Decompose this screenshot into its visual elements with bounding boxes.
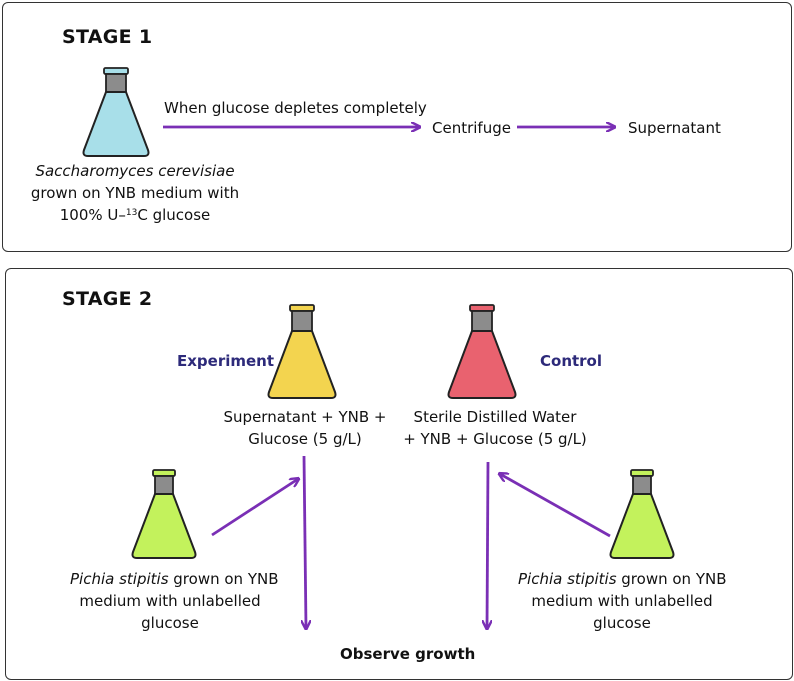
experiment-caption-line1: Supernatant + YNB + <box>223 408 387 426</box>
experiment-flask-icon <box>267 304 337 399</box>
experiment-caption-line2: Glucose (5 g/L) <box>248 430 362 448</box>
stage2-title: STAGE 2 <box>62 288 153 310</box>
observe-growth-label: Observe growth <box>340 645 476 663</box>
saccharomyces-caption-line3: 100% U–13C glucose <box>59 206 211 224</box>
arrow-left-pichia-to-experiment <box>211 479 298 537</box>
centrifuge-label: Centrifuge <box>432 119 511 137</box>
right-pichia-caption-line2: medium with unlabelled <box>531 592 713 610</box>
left-pichia-caption: Pichia stipitis grown on YNB medium with… <box>70 568 279 634</box>
arrow-control-to-observe <box>487 461 488 628</box>
right-pichia-caption-line1: Pichia stipitis grown on YNB <box>518 570 727 588</box>
stage1-title: STAGE 1 <box>62 26 153 48</box>
right-pichia-caption: Pichia stipitis grown on YNB medium with… <box>518 568 727 634</box>
stage2-arrows <box>211 455 611 628</box>
control-caption-line2: + YNB + Glucose (5 g/L) <box>403 430 587 448</box>
right-pichia-caption-line3: glucose <box>593 614 651 632</box>
control-caption: Sterile Distilled Water + YNB + Glucose … <box>395 406 595 450</box>
saccharomyces-caption: Saccharomyces cerevisiae grown on YNB me… <box>20 160 250 226</box>
control-flask-icon <box>447 304 517 399</box>
left-pichia-caption-line2: medium with unlabelled <box>79 592 261 610</box>
saccharomyces-caption-line2: grown on YNB medium with <box>30 184 240 202</box>
arrow-experiment-to-observe <box>304 455 306 628</box>
left-pichia-caption-line1: Pichia stipitis grown on YNB <box>70 570 279 588</box>
experiment-label: Experiment <box>177 352 275 370</box>
left-pichia-caption-line3: glucose <box>141 614 199 632</box>
control-label: Control <box>540 352 603 370</box>
supernatant-label: Supernatant <box>628 119 721 137</box>
experiment-caption: Supernatant + YNB + Glucose (5 g/L) <box>210 406 400 450</box>
left-pichia-flask-icon <box>131 469 197 559</box>
glucose-depletes-label: When glucose depletes completely <box>164 99 427 117</box>
saccharomyces-species: Saccharomyces cerevisiae <box>35 162 235 180</box>
arrow-right-pichia-to-control <box>500 474 611 538</box>
control-caption-line1: Sterile Distilled Water <box>413 408 577 426</box>
saccharomyces-flask-icon <box>82 67 150 157</box>
stage2-panel <box>5 268 793 680</box>
right-pichia-flask-icon <box>609 469 675 559</box>
